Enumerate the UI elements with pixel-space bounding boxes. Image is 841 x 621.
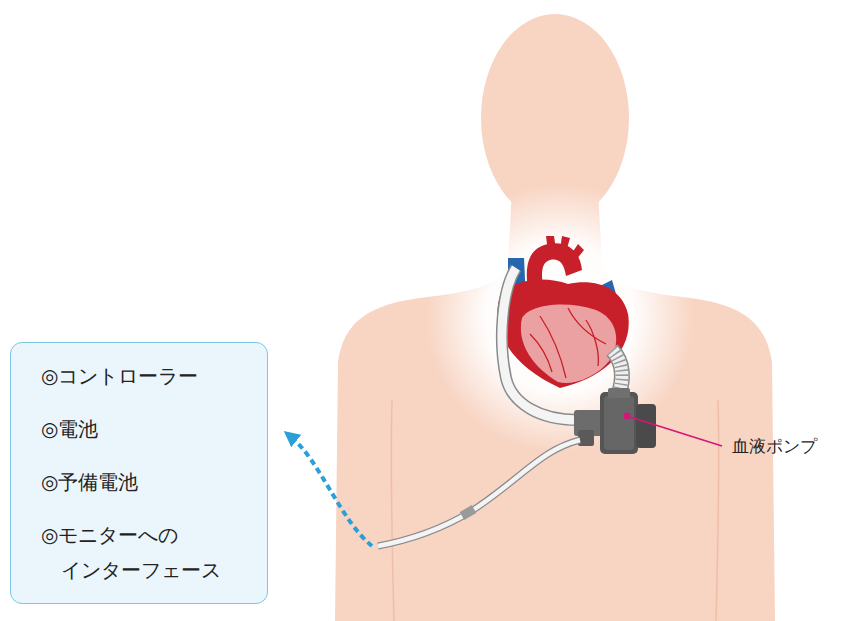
component-item: ◎モニターへの インターフェース <box>41 518 247 588</box>
outflow-graft <box>502 268 578 420</box>
component-item: ◎予備電池 <box>41 465 247 500</box>
component-item: ◎コントローラー <box>41 359 247 394</box>
component-item: ◎電池 <box>41 412 247 447</box>
heart <box>497 236 628 388</box>
component-list-box: ◎コントローラー ◎電池 ◎予備電池 ◎モニターへの インターフェース <box>10 342 268 604</box>
dashed-arrow <box>290 436 372 546</box>
driveline-cable <box>378 440 580 546</box>
leader-line <box>627 416 722 446</box>
part-name: 血液ポンプ <box>732 435 817 458</box>
body-silhouette <box>335 14 775 621</box>
heart-glow <box>425 183 695 453</box>
